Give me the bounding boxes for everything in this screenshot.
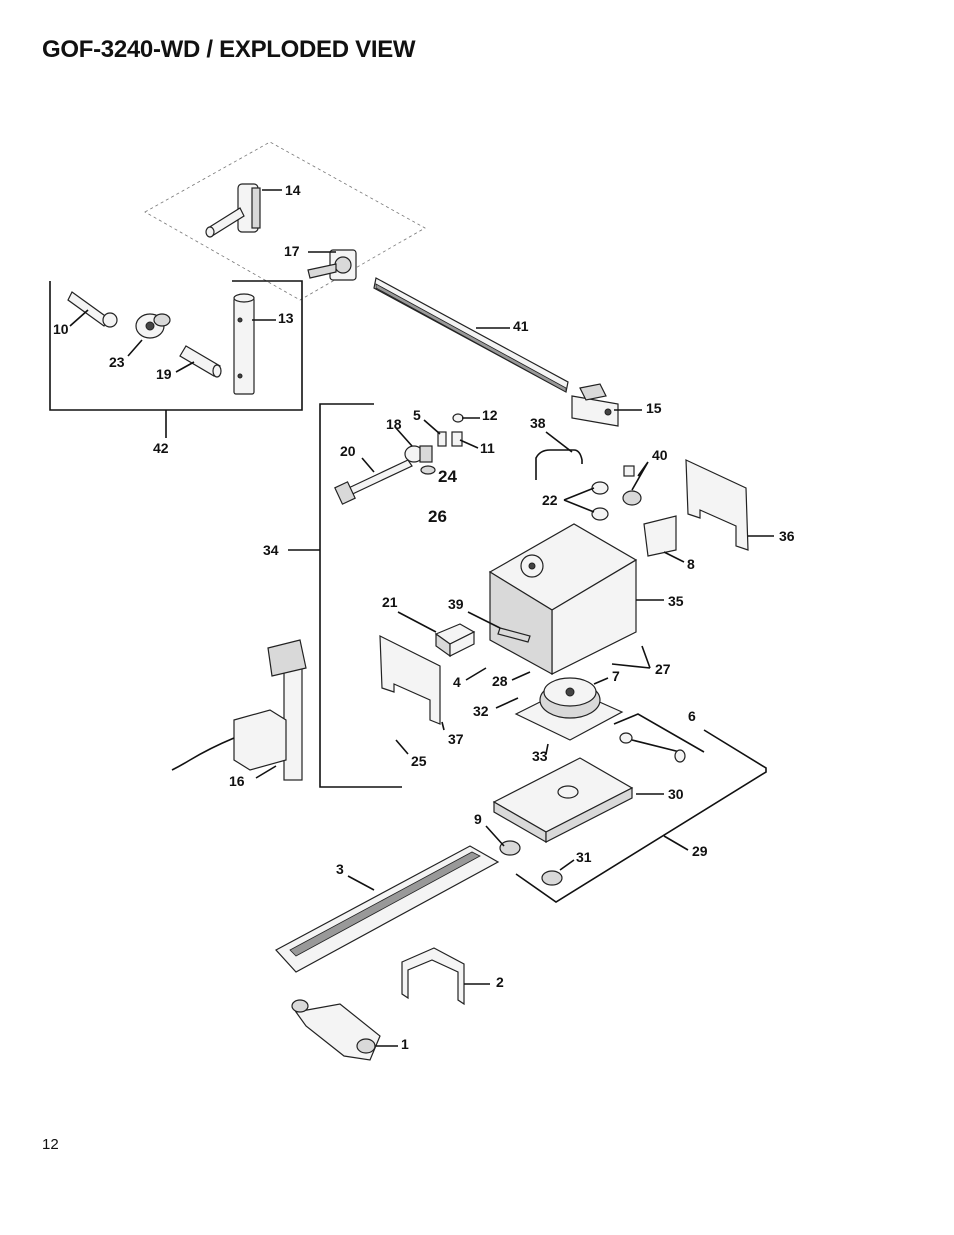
group-29-bracket xyxy=(515,729,767,903)
callout-36: 36 xyxy=(779,528,795,544)
callout-34: 34 xyxy=(263,542,279,558)
part-18-fitting xyxy=(404,445,433,463)
callout-31: 31 xyxy=(576,849,592,865)
part-39-strip xyxy=(497,627,531,643)
group-6-bracket xyxy=(613,713,705,753)
part-20-cord xyxy=(334,459,413,505)
callout-2: 2 xyxy=(496,974,504,990)
part-3-rail xyxy=(275,845,500,973)
callout-19: 19 xyxy=(156,366,172,382)
callout-33: 33 xyxy=(532,748,548,764)
part-16-column xyxy=(171,639,307,781)
part-31-foot xyxy=(541,870,563,886)
part-12-cap xyxy=(452,413,464,423)
callout-38: 38 xyxy=(530,415,546,431)
callout-26: 26 xyxy=(428,507,447,526)
callout-8: 8 xyxy=(687,556,695,572)
callout-10: 10 xyxy=(53,321,69,337)
callout-22: 22 xyxy=(542,492,558,508)
part-14-clamp xyxy=(205,183,261,238)
callout-12: 12 xyxy=(482,407,498,423)
page-number: 12 xyxy=(42,1136,59,1153)
callout-9: 9 xyxy=(474,811,482,827)
part-21-transformer xyxy=(434,623,476,658)
part-36-cover xyxy=(685,459,749,551)
callout-5: 5 xyxy=(413,407,421,423)
part-9-foot xyxy=(499,840,521,856)
group-34-bracket xyxy=(288,403,402,788)
callout-39: 39 xyxy=(448,596,464,612)
callout-23: 23 xyxy=(109,354,125,370)
leader-lines xyxy=(69,189,774,1047)
callout-6: 6 xyxy=(688,708,696,724)
part-8-plate xyxy=(643,515,677,557)
part-22-knobs xyxy=(591,481,609,521)
callout-7: 7 xyxy=(612,668,620,684)
callout-4: 4 xyxy=(453,674,461,690)
part-15-carriage xyxy=(571,383,619,427)
part-37-cover xyxy=(379,635,441,725)
callout-27: 27 xyxy=(655,661,671,677)
callout-37: 37 xyxy=(448,731,464,747)
callout-24: 24 xyxy=(438,467,457,486)
callout-1: 1 xyxy=(401,1036,409,1052)
callout-16: 16 xyxy=(229,773,245,789)
part-11-knob xyxy=(451,431,463,447)
part-40-switch xyxy=(622,465,642,506)
callout-11: 11 xyxy=(480,440,495,456)
part-24-washer xyxy=(420,465,436,475)
group-42-bracket xyxy=(49,280,303,438)
part-38-handle xyxy=(535,449,583,480)
callout-35: 35 xyxy=(668,593,684,609)
part-17-bracket xyxy=(307,249,357,281)
callout-labels: 14 17 13 10 23 19 41 15 42 18 5 12 11 38… xyxy=(53,182,795,1052)
callout-40: 40 xyxy=(652,447,668,463)
top-assembly-guide xyxy=(144,141,426,301)
callout-28: 28 xyxy=(492,673,508,689)
part-23-coupler xyxy=(135,313,171,339)
part-1-base xyxy=(291,999,381,1061)
callout-15: 15 xyxy=(646,400,662,416)
part-10-clamp xyxy=(67,291,118,328)
callout-32: 32 xyxy=(473,703,489,719)
part-5-stud xyxy=(437,431,447,447)
part-2-bracket xyxy=(401,947,465,1006)
callout-13: 13 xyxy=(278,310,294,326)
callout-3: 3 xyxy=(336,861,344,877)
callout-14: 14 xyxy=(285,182,301,198)
part-35-housing xyxy=(488,523,638,676)
part-30-base xyxy=(492,757,634,844)
callout-17: 17 xyxy=(284,243,300,259)
callout-20: 20 xyxy=(340,443,356,459)
callout-29: 29 xyxy=(692,843,708,859)
callout-30: 30 xyxy=(668,786,684,802)
part-13-tube xyxy=(233,293,255,395)
part-19-sleeve xyxy=(179,345,222,378)
callout-25: 25 xyxy=(411,753,427,769)
part-7-clutch xyxy=(514,677,624,741)
callout-21: 21 xyxy=(382,594,398,610)
callout-18: 18 xyxy=(386,416,402,432)
page-title: GOF-3240-WD / EXPLODED VIEW xyxy=(42,36,416,63)
callout-42: 42 xyxy=(153,440,169,456)
part-6-assembly xyxy=(619,732,686,763)
part-41-rack xyxy=(373,277,569,393)
callout-41: 41 xyxy=(513,318,529,334)
